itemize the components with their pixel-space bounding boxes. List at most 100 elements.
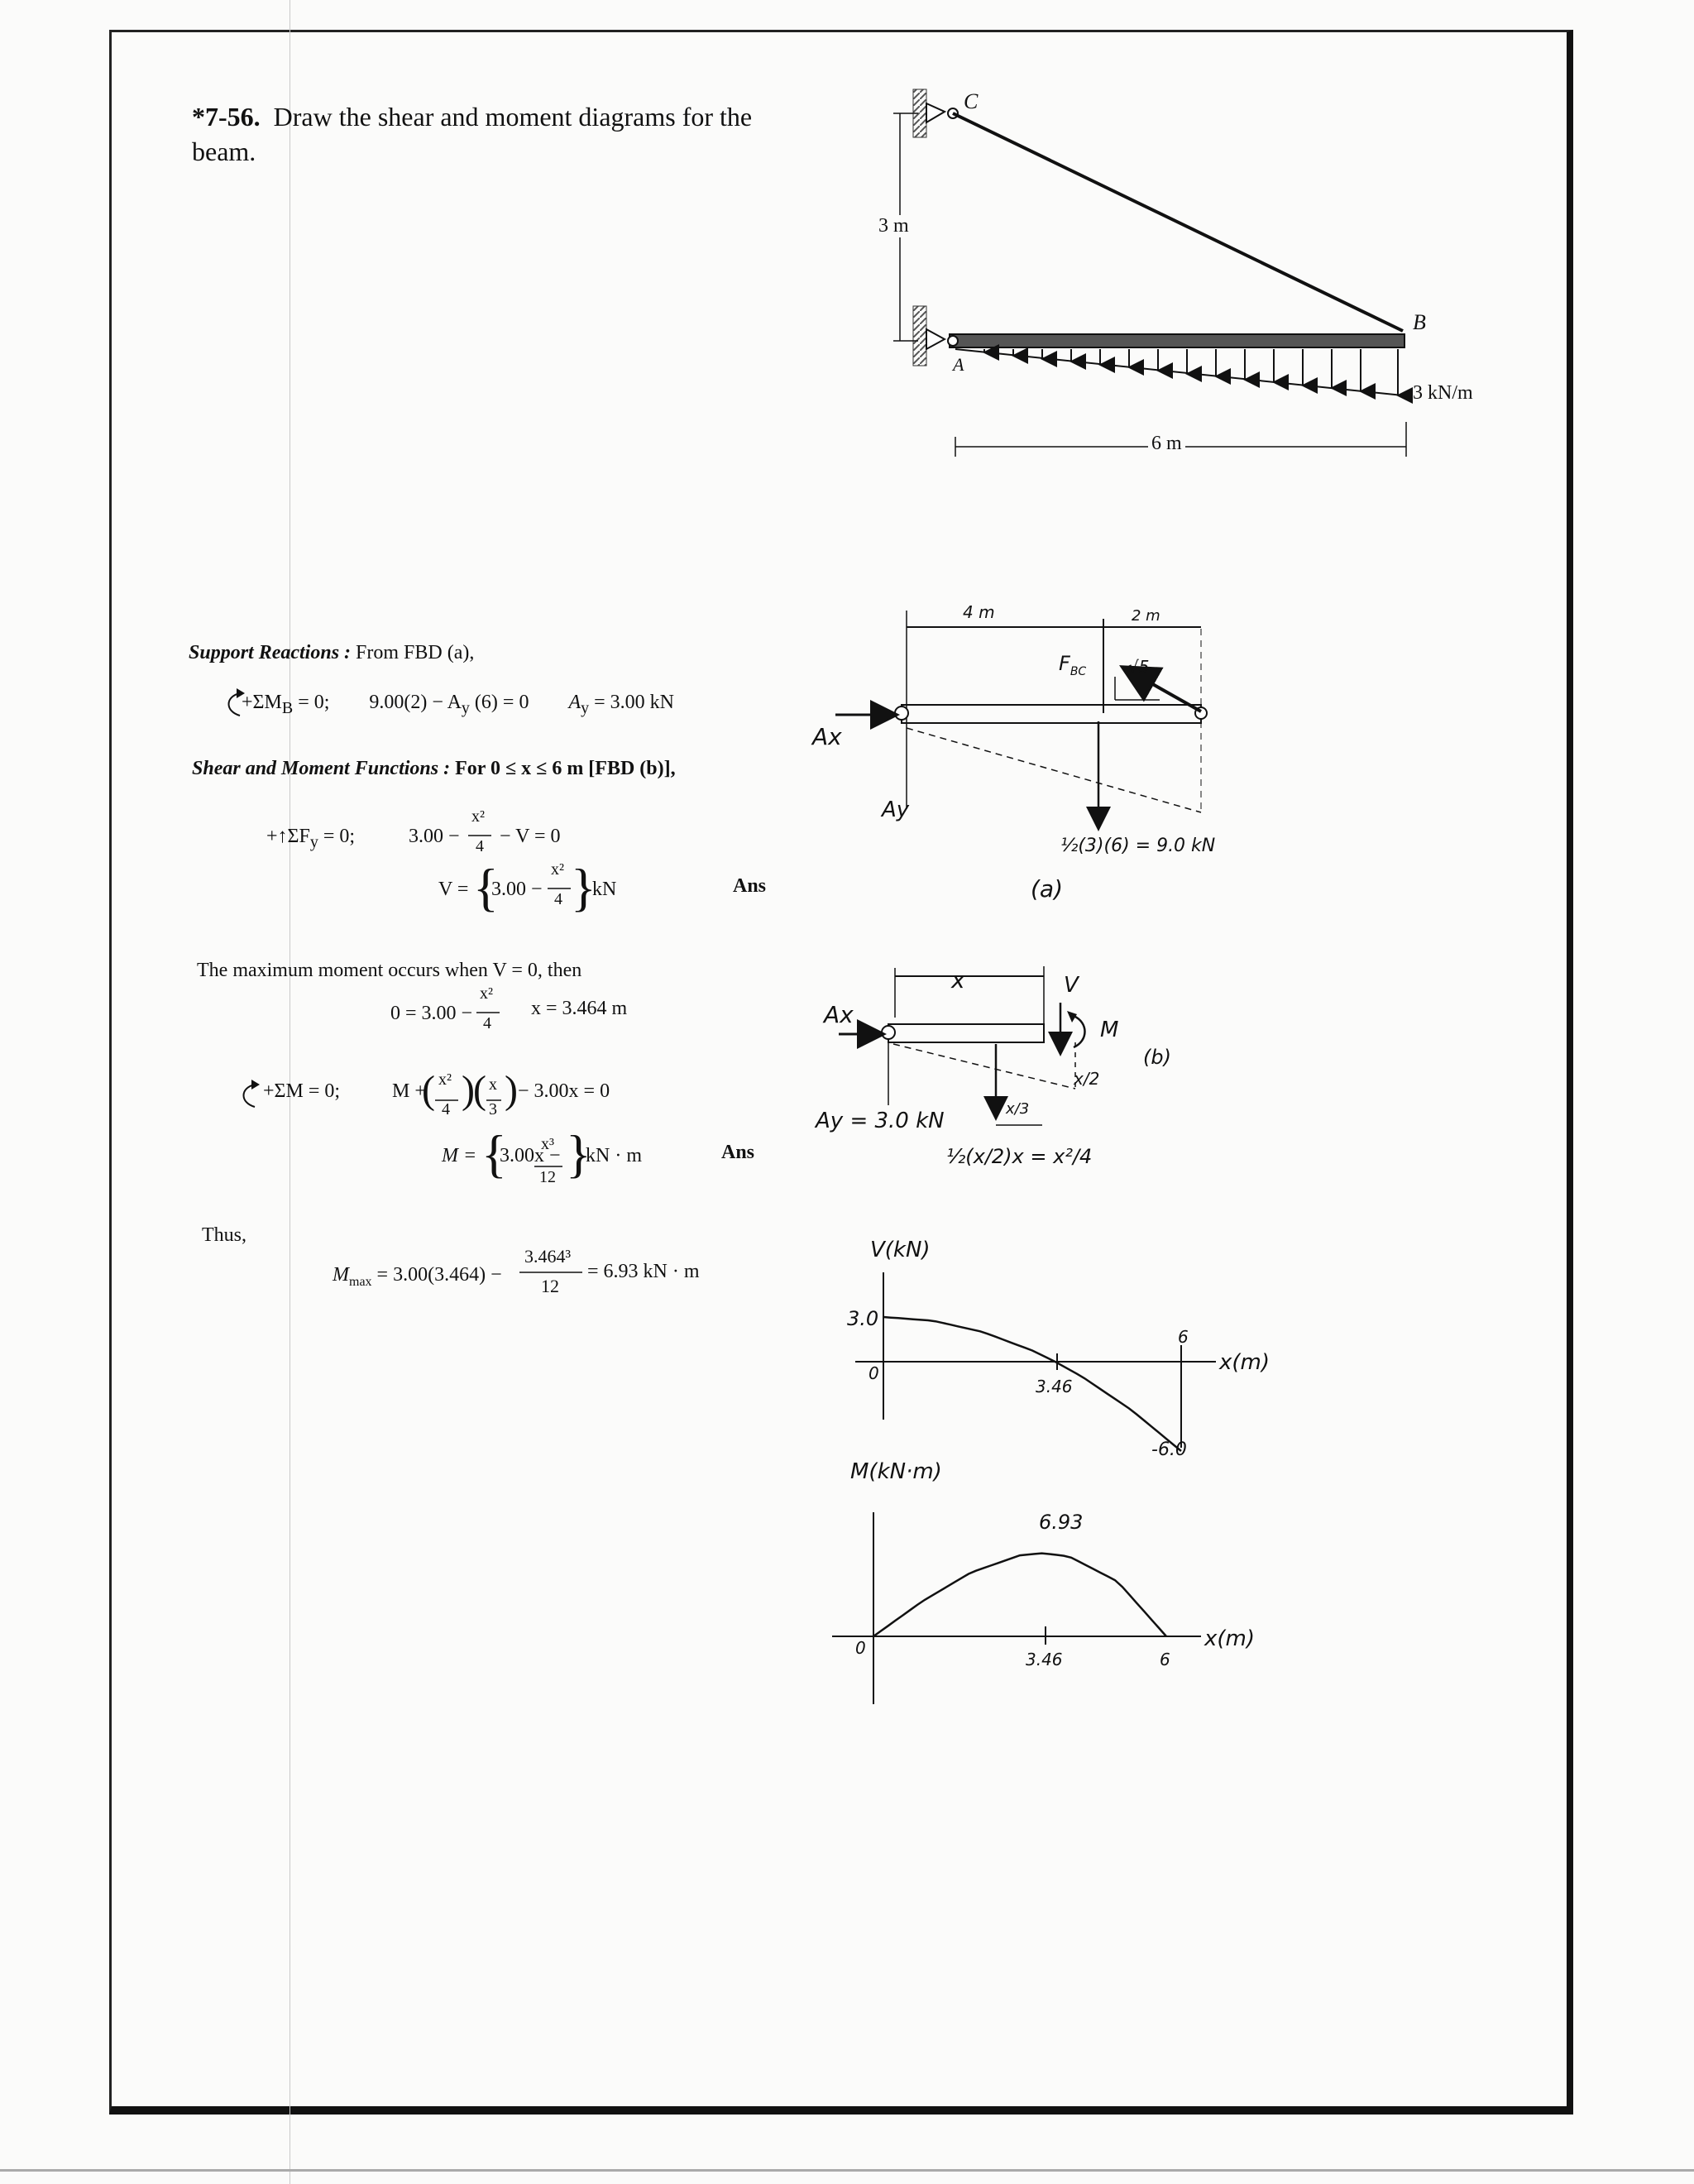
- problem-text-line1: Draw the shear and moment diagrams for t…: [273, 102, 753, 132]
- fbd-a-dim-4-label: 4 m: [963, 602, 995, 622]
- mf-num-visible: x³: [541, 1135, 554, 1153]
- zero-den: 4: [483, 1014, 491, 1032]
- max-moment-text: The maximum moment occurs when V = 0, th…: [197, 960, 582, 981]
- mf-lhs: M =: [442, 1145, 477, 1166]
- m-label: +ΣM = 0;: [263, 1080, 341, 1102]
- answer-label-1: Ans: [733, 875, 767, 897]
- mf-unit: kN · m: [586, 1145, 642, 1166]
- label-length: 6 m: [1148, 433, 1185, 455]
- moment-eq-prefix: +ΣM: [242, 692, 282, 713]
- fbd-a-caption: (a): [1031, 875, 1064, 903]
- fbd-b-load-line: [892, 1043, 1076, 1090]
- m-paren1-close: ): [462, 1068, 475, 1112]
- v-den: 4: [554, 890, 562, 908]
- moment-equation: +ΣMB = 0; 9.00(2) − Ay (6) = 0 Ay = 3.00…: [242, 692, 674, 718]
- v-inner: 3.00 −: [491, 879, 543, 900]
- ay-result-val: = 3.00 kN: [594, 692, 674, 713]
- fbd-b-ay-label: Ay = 3.0 kN: [816, 1109, 945, 1133]
- mmax-den: 12: [541, 1276, 559, 1296]
- fbd-a-fbc-arrow: [1119, 665, 1202, 713]
- pin-a: [926, 328, 947, 351]
- fbd-b-x-over-3: x/3: [1006, 1100, 1030, 1118]
- load-arrows: [983, 344, 1413, 404]
- fy-label-text: +↑ΣF: [266, 826, 310, 847]
- shear-ylabel: V(kN): [870, 1238, 931, 1262]
- fy-den: 4: [476, 837, 484, 855]
- problem-text-line2: beam.: [192, 136, 256, 166]
- fy-sub: y: [309, 832, 318, 851]
- functions-line: Shear and Moment Functions : For 0 ≤ x ≤…: [192, 758, 676, 780]
- m-f1-den: 4: [442, 1100, 450, 1118]
- fbd-a-sqrt5: √5: [1128, 657, 1150, 677]
- ay-result-sub: y: [581, 698, 590, 717]
- moment-eq-sub: B: [281, 698, 294, 717]
- support-heading: Support Reactions :: [189, 642, 352, 663]
- moment-xlabel: x(m): [1204, 1626, 1256, 1651]
- support-reactions-line: Support Reactions : From FBD (a),: [189, 642, 474, 664]
- v-unit: kN: [592, 879, 617, 900]
- mf-inner: 3.00x −: [500, 1145, 561, 1166]
- label-load: 3 kN/m: [1413, 382, 1473, 404]
- moment-ylabel: M(kN·m): [850, 1459, 942, 1484]
- m-rhs: − 3.00x = 0: [518, 1080, 610, 1102]
- fy-rhs: − V = 0: [500, 826, 561, 847]
- fy-eq: = 0;: [323, 826, 356, 847]
- moment-peak-x: 3.46: [1026, 1650, 1063, 1669]
- mmax-m: M: [333, 1264, 349, 1286]
- m-f1-num: x²: [438, 1070, 452, 1089]
- zero-lhs: 0 = 3.00 −: [390, 1003, 473, 1024]
- fbd-b-m-arrow: [1073, 1014, 1086, 1049]
- scan-line-bottom: [0, 2169, 1694, 2172]
- fy-label: +↑ΣFy = 0;: [266, 826, 355, 852]
- mmax-num: 3.464³: [524, 1246, 572, 1267]
- zero-num: x²: [480, 984, 493, 1003]
- fbd-a-fbc-label: FBC: [1059, 652, 1086, 678]
- m-paren2-open: (: [473, 1068, 486, 1112]
- moment-peak: 6.93: [1039, 1511, 1084, 1534]
- shear-zero-x: 3.46: [1036, 1377, 1073, 1396]
- shear-end-x: 6: [1178, 1327, 1189, 1347]
- v-brace-left: {: [473, 858, 499, 917]
- mf-brace-left: {: [481, 1124, 507, 1183]
- mmax-mid: = 3.00(3.464) −: [376, 1264, 502, 1286]
- fbd-b-load-eq: ½(x/2)x = x²/4: [946, 1145, 1093, 1168]
- fbd-b-x-over-2: x/2: [1074, 1069, 1100, 1089]
- fbd-a-ax-label: Ax: [812, 723, 842, 750]
- label-a: A: [953, 354, 964, 375]
- fbd-b-v-label: V: [1064, 973, 1079, 998]
- x-result: x = 3.464 m: [531, 998, 628, 1019]
- mmax-sub: max: [349, 1274, 372, 1289]
- pin-a-hole: [947, 335, 959, 347]
- moment-eq-body: 9.00(2) − A: [369, 692, 462, 713]
- moment-eq-eq: = 0;: [298, 692, 330, 713]
- v-brace-right: }: [571, 858, 596, 917]
- shear-origin: 0: [869, 1363, 879, 1383]
- fbd-a-fbc: F: [1059, 652, 1070, 675]
- fbd-a-ay-label: Ay: [882, 797, 910, 822]
- moment-eq-sub2: y: [461, 698, 470, 717]
- pin-c: [926, 102, 947, 124]
- cable-bc: [952, 112, 1404, 333]
- mmax-lhs: Mmax = 3.00(3.464) −: [333, 1264, 502, 1290]
- fbd-b-x-label: x: [951, 966, 965, 994]
- m-paren1-open: (: [422, 1068, 435, 1112]
- answer-label-2: Ans: [721, 1142, 755, 1163]
- shear-curve: [883, 1315, 1182, 1452]
- m-lhs: M +: [392, 1080, 426, 1102]
- thus-label: Thus,: [202, 1224, 246, 1246]
- label-b: B: [1413, 310, 1426, 334]
- shear-top-value: 3.0: [847, 1307, 879, 1330]
- moment-eq-body2: (6) = 0: [474, 692, 529, 713]
- fbd-a-resultant-label: ½(3)(6) = 9.0 kN: [1060, 836, 1216, 856]
- mmax-rhs: = 6.93 kN · m: [587, 1261, 700, 1282]
- moment-end-x: 6: [1160, 1650, 1170, 1669]
- fbd-a-load-line: [906, 727, 1202, 813]
- label-c: C: [964, 89, 979, 113]
- load-envelope: [955, 348, 1404, 396]
- support-tail: From FBD (a),: [356, 642, 475, 663]
